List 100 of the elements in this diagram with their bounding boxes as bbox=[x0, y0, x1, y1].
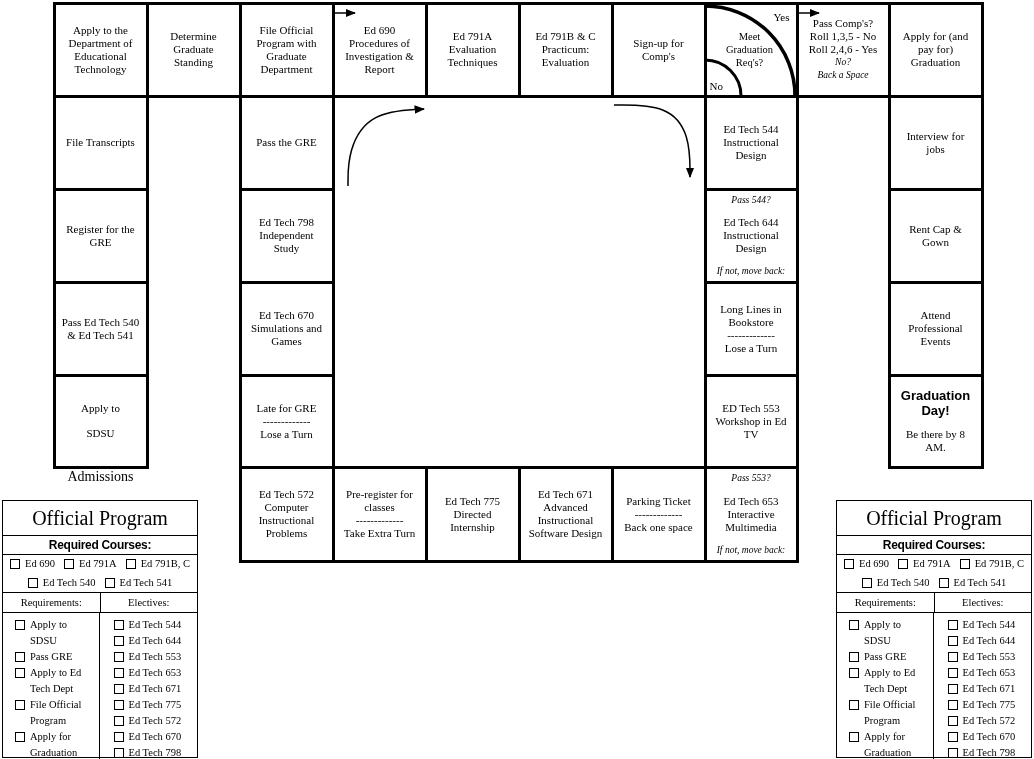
cell-text: Ed Tech 572 Computer Instructional Problems bbox=[257, 488, 316, 540]
checklist-item: Ed Tech 644 bbox=[962, 634, 1016, 648]
checklist-item: Ed Tech 670 bbox=[128, 730, 182, 744]
checklist-item: Ed 791B, C bbox=[140, 557, 190, 571]
checklist-item: Ed Tech 553 bbox=[962, 650, 1016, 664]
checklist-item: Pass GRE bbox=[864, 650, 908, 664]
checklist-item: Ed Tech 572 bbox=[128, 714, 182, 728]
section-heading: Required Courses: bbox=[882, 538, 986, 552]
arrow bbox=[333, 8, 357, 18]
cell-text: Ed 791A Evaluation Techniques bbox=[446, 30, 499, 69]
checklist-item: Ed Tech 671 bbox=[128, 682, 182, 696]
cell-text: Ed Tech 775 Directed Internship bbox=[443, 494, 502, 534]
cell-text: Pass Ed Tech 540 & Ed Tech 541 bbox=[61, 315, 140, 342]
checklist-item: File Official Program bbox=[30, 698, 83, 728]
cell-text: Ed Tech 644 Instructional Design bbox=[722, 216, 780, 255]
cell-text: Sign-up for Comp's bbox=[632, 36, 685, 63]
column-heading: Electives: bbox=[962, 597, 1004, 608]
checklist-item: Apply to Ed Tech Dept bbox=[30, 666, 83, 696]
area-label: Admissions bbox=[66, 469, 135, 485]
cell-text: Parking Ticket bbox=[626, 494, 691, 508]
cell-text: Back one space bbox=[624, 520, 693, 534]
cell-text: Late for GRE bbox=[256, 401, 317, 415]
cell-text: File Transcripts bbox=[66, 136, 135, 149]
cell-text: Roll 2,4,6 - Yes bbox=[808, 43, 878, 56]
cell-text: Pass Comp's? bbox=[812, 17, 874, 30]
cell-text: Long Lines in Bookstore bbox=[719, 302, 783, 329]
checklist-item: Ed 791A bbox=[913, 557, 951, 571]
cell-text: Register for the GRE bbox=[65, 222, 136, 249]
checklist-item: Apply to SDSU bbox=[30, 618, 69, 648]
checklist-item: Ed Tech 670 bbox=[962, 730, 1016, 744]
column-heading: Electives: bbox=[128, 597, 170, 608]
cell-text: Determine Graduate Standing bbox=[169, 30, 218, 69]
cell-text: ------------- bbox=[634, 507, 683, 521]
cell-text: Pass 553? bbox=[731, 471, 771, 485]
checklist-item: Pass GRE bbox=[30, 650, 74, 664]
cell-text: Pass the GRE bbox=[256, 136, 317, 149]
checklist-item: File Official Program bbox=[864, 698, 917, 728]
cell-text: Apply for (and pay for) Graduation bbox=[901, 30, 970, 69]
cell-text: Graduation Day! bbox=[899, 388, 972, 418]
cell-text: Lose a Turn bbox=[260, 427, 313, 441]
cell-text: If not, move back: bbox=[716, 543, 786, 557]
checklist-item: Ed Tech 541 bbox=[119, 576, 173, 590]
checklist-item: Ed Tech 544 bbox=[962, 618, 1016, 632]
cell-text: Roll 1,3,5 - No bbox=[809, 30, 877, 43]
cell-text: Attend Professional Events bbox=[907, 309, 964, 348]
checklist-item: Ed Tech 644 bbox=[128, 634, 182, 648]
checklist-item: Apply for Graduation bbox=[30, 730, 79, 759]
cell-text: ------------- bbox=[355, 514, 404, 527]
cell-text: ------------- bbox=[262, 414, 311, 428]
checklist-item: Ed Tech 572 bbox=[962, 714, 1016, 728]
cell-text: Ed Tech 653 Interactive Multimedia bbox=[722, 494, 780, 534]
checklist-item: Ed Tech 540 bbox=[42, 576, 96, 590]
table-title: Official Program bbox=[866, 506, 1002, 530]
cell-text: Ed 791B & C Practicum: Evaluation bbox=[534, 30, 597, 69]
checklist-item: Ed Tech 540 bbox=[876, 576, 930, 590]
cell-text: Ed Tech 670 Simulations and Games bbox=[249, 309, 324, 348]
checklist-item: Ed Tech 653 bbox=[962, 666, 1016, 680]
cell-text: Pre-register for classes bbox=[345, 488, 414, 514]
cell-text: Rent Cap & Gown bbox=[908, 222, 963, 249]
cell-text: Apply to bbox=[81, 402, 120, 415]
branch-label: No bbox=[709, 79, 723, 93]
cell-text: If not, move back: bbox=[716, 264, 786, 278]
checklist-item: Ed Tech 671 bbox=[962, 682, 1016, 696]
cell-text: No? bbox=[835, 56, 851, 69]
checklist-item: Apply to SDSU bbox=[864, 618, 903, 648]
cell-text: ------------- bbox=[727, 328, 775, 342]
checklist-item: Ed 791B, C bbox=[974, 557, 1024, 571]
cell-text: Ed Tech 671 Advanced Instructional Software Design bbox=[527, 488, 604, 540]
cell-text: Pass 544? bbox=[731, 193, 771, 207]
cell-text: Ed 690 Procedures of Investigation & Report bbox=[344, 23, 415, 76]
cell-text: ED Tech 553 Workshop in Ed TV bbox=[714, 401, 788, 441]
board-space bbox=[52, 1, 149, 98]
column-heading: Requirements: bbox=[854, 597, 916, 608]
checklist-item: Ed 690 bbox=[25, 557, 56, 571]
cell-text: Lose a Turn bbox=[724, 341, 778, 355]
checklist-item: Apply for Graduation bbox=[864, 730, 913, 759]
cell-text: Ed Tech 798 Independent Study bbox=[257, 216, 316, 255]
cell-text: Back a Space bbox=[817, 69, 869, 82]
column-heading: Requirements: bbox=[20, 597, 82, 608]
branch-label: Yes bbox=[773, 10, 790, 24]
checklist-item: Ed Tech 544 bbox=[128, 618, 182, 632]
table-title: Official Program bbox=[32, 506, 168, 530]
cell-text: Meet Graduation Req's? bbox=[724, 29, 775, 69]
section-heading: Required Courses: bbox=[48, 538, 152, 552]
cell-text: Take Extra Turn bbox=[343, 527, 416, 540]
checklist-item: Ed Tech 798 bbox=[962, 746, 1016, 759]
checklist-item: Ed Tech 653 bbox=[128, 666, 182, 680]
cell-text: Interview for jobs bbox=[905, 129, 966, 156]
checklist-item: Ed Tech 553 bbox=[128, 650, 182, 664]
checklist-item: Ed Tech 775 bbox=[128, 698, 182, 712]
checklist-item: Ed 791A bbox=[79, 557, 117, 571]
checklist-item: Ed Tech 775 bbox=[962, 698, 1016, 712]
checklist-item: Ed Tech 798 bbox=[128, 746, 182, 759]
cell-text: Be there by 8 AM. bbox=[905, 428, 966, 454]
cell-text: SDSU bbox=[86, 427, 115, 440]
arrow bbox=[797, 8, 821, 18]
checklist-item: Ed Tech 541 bbox=[953, 576, 1007, 590]
cell-text: Apply to the Department of Educational Technology bbox=[67, 23, 134, 76]
cell-text: File Official Program with Graduate Department bbox=[255, 23, 318, 76]
checklist-item: Apply to Ed Tech Dept bbox=[864, 666, 917, 696]
